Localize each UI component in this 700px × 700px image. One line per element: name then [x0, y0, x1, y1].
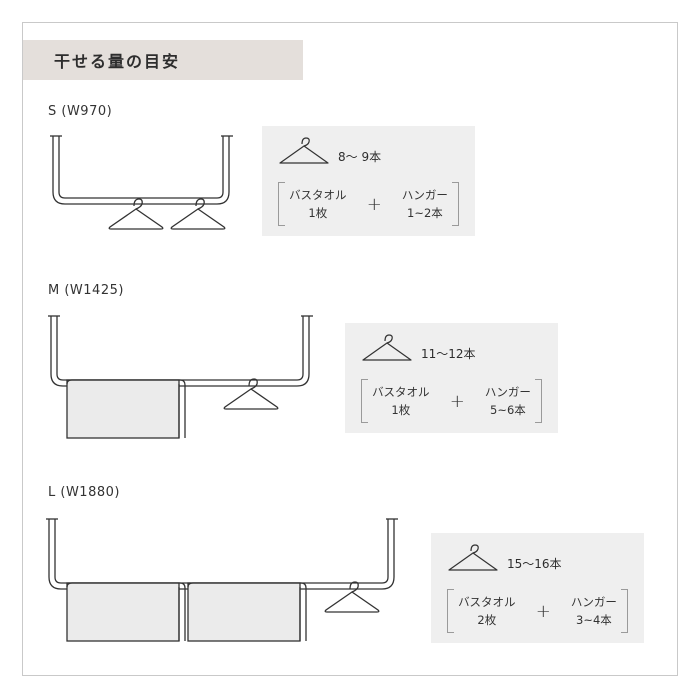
- hanger-item: ハンガー 1~2本: [401, 188, 448, 220]
- towel-item: バスタオル 2枚: [458, 595, 516, 627]
- plus-sign: +: [535, 600, 551, 622]
- hanger-item: ハンガー 5~6本: [484, 385, 531, 417]
- hanger-item: ハンガー 3~4本: [570, 595, 617, 627]
- size-label-m: M (W1425): [48, 283, 124, 298]
- hanger-count: 8〜 9本: [338, 149, 382, 164]
- hanger-icon: [170, 198, 226, 230]
- hanger-capacity: 15〜16本: [447, 543, 562, 573]
- towel-icon: [66, 582, 186, 642]
- size-label-s: S (W970): [48, 104, 113, 119]
- rack-l: [46, 518, 398, 642]
- hanger-icon: [448, 544, 498, 571]
- hanger-count: 15〜16本: [507, 556, 562, 571]
- hanger-icon: [362, 334, 412, 361]
- hanger-icon: [279, 137, 329, 164]
- hanger-icon: [324, 581, 380, 613]
- info-box-s: 8〜 9本 バスタオル 1枚 + ハンガー 1~2本: [262, 126, 475, 236]
- combo-bracket: バスタオル 1枚 + ハンガー 1~2本: [278, 182, 459, 226]
- info-box-l: 15〜16本 バスタオル 2枚 + ハンガー 3~4本: [431, 533, 644, 643]
- towel-item: バスタオル 1枚: [289, 188, 347, 220]
- hanger-count: 11〜12本: [421, 346, 476, 361]
- size-label-l: L (W1880): [48, 485, 120, 500]
- rack-m: [48, 315, 313, 439]
- hanger-icon: [223, 378, 279, 410]
- outer-frame: [22, 22, 678, 676]
- combo-bracket: バスタオル 1枚 + ハンガー 5~6本: [361, 379, 542, 423]
- plus-sign: +: [449, 390, 465, 412]
- page-title: 干せる量の目安: [54, 52, 181, 71]
- hanger-capacity: 11〜12本: [361, 333, 476, 363]
- plus-sign: +: [366, 193, 382, 215]
- hanger-capacity: 8〜 9本: [278, 136, 381, 166]
- hanger-icon: [108, 198, 164, 230]
- rack-s: [50, 135, 233, 230]
- towel-item: バスタオル 1枚: [372, 385, 430, 417]
- combo-bracket: バスタオル 2枚 + ハンガー 3~4本: [447, 589, 628, 633]
- towel-icon: [187, 582, 307, 642]
- info-box-m: 11〜12本 バスタオル 1枚 + ハンガー 5~6本: [345, 323, 558, 433]
- towel-icon: [66, 379, 186, 439]
- title-banner: 干せる量の目安: [23, 40, 303, 80]
